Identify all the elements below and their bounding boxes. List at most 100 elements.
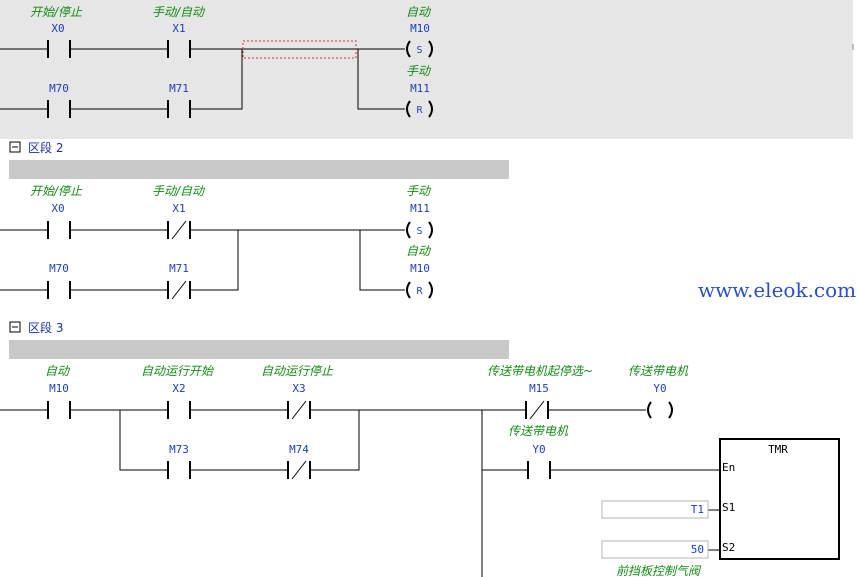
comment-x2: 自动运行开始: [141, 364, 214, 378]
contact-slash: [291, 400, 307, 420]
comment-m10: 自动: [45, 364, 71, 378]
timer-s1-input[interactable]: [601, 500, 709, 519]
rung-1-output-wires: [242, 48, 405, 110]
contact-y0-no[interactable]: 传送带电机 Y0: [508, 424, 569, 479]
contact-m15-nc[interactable]: 传送带电机起停选~ M15: [487, 364, 593, 420]
rung-1-background: [0, 0, 853, 139]
section-3-header[interactable]: 区段 3: [9, 320, 509, 359]
rung-1-wires: [0, 48, 243, 110]
coil-m10-reset[interactable]: 自动 M10 R: [406, 244, 433, 299]
timer-s1-field[interactable]: T1: [601, 500, 709, 519]
comment-m15: 传送带电机起停选~: [487, 364, 593, 378]
coil-y0[interactable]: 传送带电机 Y0: [628, 364, 689, 419]
contact-m74-nc[interactable]: M74: [287, 443, 311, 480]
coil-paren-right: [428, 100, 433, 118]
comment-x1: 手动/自动: [152, 184, 206, 198]
contact-x1-nc[interactable]: 手动/自动 X1: [152, 184, 206, 240]
address-m70: M70: [49, 82, 69, 95]
comment-timer: 前挡板控制气阀: [616, 564, 702, 577]
contact-m71-nc[interactable]: M71: [167, 262, 191, 300]
contact-slash: [171, 220, 187, 240]
contact-m70-no[interactable]: M70: [47, 82, 71, 118]
timer-s1-value: T1: [691, 503, 704, 516]
timer-pin-s1: S1: [722, 501, 735, 514]
rung-3-branch-wire: [119, 410, 360, 471]
timer-s2-input[interactable]: [601, 540, 709, 559]
address-m71: M71: [169, 82, 189, 95]
rung-2-wires: [0, 229, 239, 291]
coil-paren-left: [406, 100, 411, 118]
comment-x0: 开始/停止: [30, 5, 83, 19]
selection-box[interactable]: [242, 40, 357, 59]
coil-type-letter: R: [416, 105, 423, 116]
comment-m10: 自动: [406, 5, 432, 19]
contact-m71-no[interactable]: M71: [167, 82, 191, 118]
comment-x0: 开始/停止: [30, 184, 83, 198]
address-m70: M70: [49, 262, 69, 275]
contact-x1-no[interactable]: 手动/自动 X1: [152, 5, 206, 58]
timer-title: TMR: [768, 443, 788, 456]
section-3-comment-bar[interactable]: [9, 340, 509, 359]
coil-type-letter: S: [416, 226, 422, 237]
contact-slash: [529, 400, 545, 420]
comment-m10: 自动: [406, 244, 432, 258]
coil-m10-set[interactable]: 自动 M10 S: [406, 5, 433, 58]
timer-pin-s2: S2: [722, 541, 735, 554]
address-x1: X1: [172, 202, 185, 215]
rung-2-output-wires: [238, 229, 405, 291]
section-3-label: 区段 3: [28, 320, 63, 335]
contact-x0-no[interactable]: 开始/停止 X0: [30, 184, 83, 239]
address-m15: M15: [529, 382, 549, 395]
timer-s2-field[interactable]: 50: [601, 540, 709, 559]
coil-paren-right: [668, 401, 673, 419]
address-x3: X3: [292, 382, 305, 395]
address-x0: X0: [51, 22, 64, 35]
address-m73: M73: [169, 443, 189, 456]
rung-2[interactable]: 开始/停止 X0 手动/自动 X1 M70 M71 手动 M11: [0, 184, 433, 300]
contact-x0-no[interactable]: 开始/停止 X0: [30, 5, 83, 58]
address-m11: M11: [410, 82, 430, 95]
rung-3[interactable]: 自动 M10 自动运行开始 X2 自动运行停止 X3 M73 M74: [0, 364, 840, 577]
timer-block-tmr[interactable]: TMR En S1 S2: [719, 438, 840, 560]
timer-s2-value: 50: [691, 543, 704, 556]
rung-1[interactable]: 开始/停止 X0 手动/自动 X1 M70 M71 自动 M10: [0, 0, 854, 139]
watermark: www.eleok.com: [698, 278, 856, 302]
contact-x3-nc[interactable]: 自动运行停止 X3: [261, 364, 334, 420]
comment-y0-coil: 传送带电机: [628, 364, 689, 378]
address-m11: M11: [410, 202, 430, 215]
coil-type-letter: R: [416, 286, 423, 297]
address-x1: X1: [172, 22, 185, 35]
contact-m70-no[interactable]: M70: [47, 262, 71, 299]
address-x2: X2: [172, 382, 185, 395]
coil-paren-left: [406, 221, 411, 239]
coil-paren-right: [428, 281, 433, 299]
address-y0-coil: Y0: [653, 382, 666, 395]
coil-paren-left: [647, 401, 652, 419]
rung-3-timer-param-wires: [708, 509, 720, 551]
address-m71: M71: [169, 262, 189, 275]
address-m10: M10: [410, 22, 430, 35]
contact-x2-no[interactable]: 自动运行开始 X2: [141, 364, 214, 419]
rung-3-y0-branch: [481, 410, 720, 577]
coil-paren-left: [406, 40, 411, 58]
comment-m11: 手动: [406, 184, 432, 198]
section-2-comment-bar[interactable]: [9, 160, 509, 179]
coil-paren-right: [428, 221, 433, 239]
coil-m11-set[interactable]: 手动 M11 S: [406, 184, 433, 239]
coil-type-letter: S: [416, 45, 422, 56]
address-m74: M74: [289, 443, 309, 456]
coil-paren-right: [428, 40, 433, 58]
coil-m11-reset[interactable]: 手动 M11 R: [406, 64, 433, 118]
section-2-header[interactable]: 区段 2: [9, 140, 509, 179]
address-m10: M10: [49, 382, 69, 395]
contact-slash: [291, 460, 307, 480]
address-y0-contact: Y0: [532, 443, 545, 456]
contact-m10-no[interactable]: 自动 M10: [45, 364, 71, 419]
coil-paren-left: [406, 281, 411, 299]
address-x0: X0: [51, 202, 64, 215]
address-m10: M10: [410, 262, 430, 275]
contact-m73-no[interactable]: M73: [167, 443, 191, 479]
comment-x1: 手动/自动: [152, 5, 206, 19]
comment-x3: 自动运行停止: [261, 364, 334, 378]
